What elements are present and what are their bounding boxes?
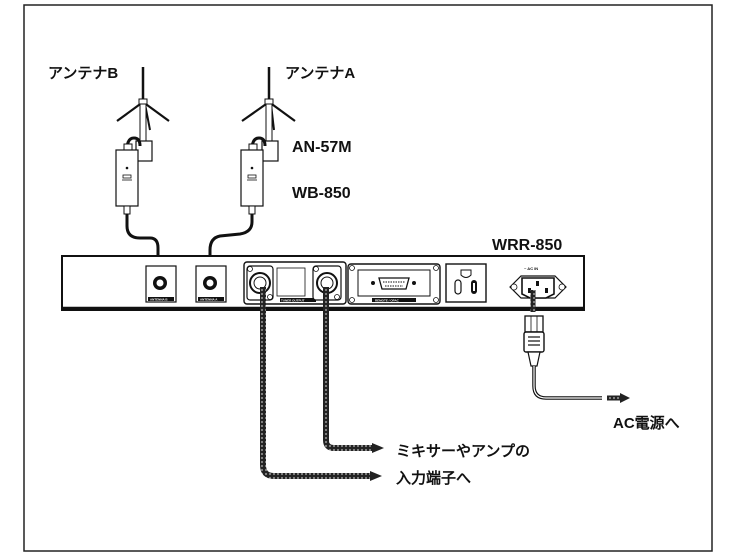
remote-connector: REMOTE / OPAC — [347, 263, 441, 305]
antenna-b-jack-label: ANTENNA B — [150, 298, 168, 302]
antenna-a-label: アンテナA — [285, 65, 355, 82]
remote-label: REMOTE / OPAC — [375, 299, 400, 303]
xlr-output-2 — [312, 265, 342, 301]
xlr-output-1 — [246, 265, 274, 301]
antenna-a-jack-label: ANTENNA A — [200, 298, 218, 302]
output-destination-line2: 入力端子へ — [396, 469, 471, 487]
antenna-model-label: AN-57M — [292, 139, 352, 156]
antenna-a-cable — [208, 214, 254, 282]
receiver-model-label: WRR-850 — [492, 237, 562, 254]
tuner-output-label: TUNER OUTPUT — [281, 299, 305, 303]
antenna-b-cable — [125, 214, 160, 282]
output-cable-1 — [260, 287, 370, 479]
antenna-a-input-jack: ANTENNA A — [195, 265, 227, 303]
ac-outlet — [445, 263, 487, 303]
ac-power-label: AC電源へ — [613, 414, 680, 432]
power-cord-arrow — [620, 393, 630, 403]
output-cable-2 — [323, 287, 372, 451]
output-cable-2-arrow — [372, 443, 384, 453]
power-plug — [523, 315, 545, 367]
booster-b — [115, 136, 142, 215]
output-cable-1-arrow — [370, 471, 382, 481]
antenna-b-input-jack: ANTENNA B — [145, 265, 177, 303]
ac-in-label: ~ AC IN — [524, 266, 538, 271]
antenna-b-label: アンテナB — [48, 65, 118, 82]
booster-a — [240, 136, 267, 215]
booster-model-label: WB-850 — [292, 185, 351, 202]
output-destination-line1: ミキサーやアンプの — [396, 443, 530, 460]
ac-inlet: ~ AC IN — [509, 266, 567, 299]
power-cord-highlight — [533, 366, 602, 399]
